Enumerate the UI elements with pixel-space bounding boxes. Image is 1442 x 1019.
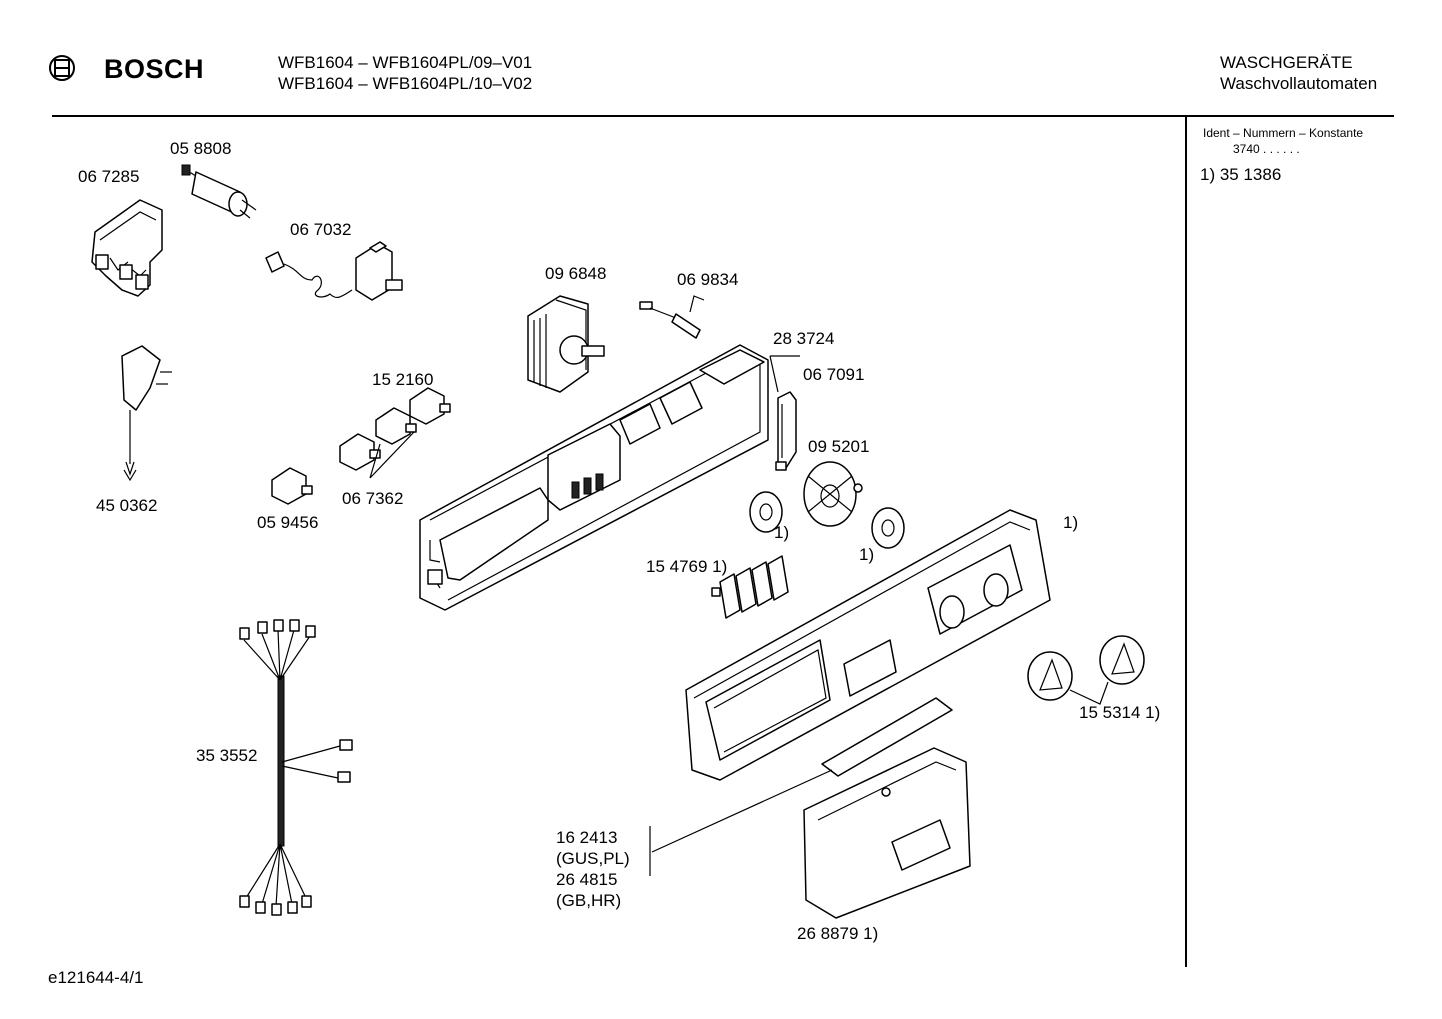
part-162413 xyxy=(649,697,953,876)
label-154769: 15 4769 1) xyxy=(646,557,728,576)
label-067285: 06 7285 xyxy=(78,167,140,186)
part-switch-3 xyxy=(339,433,381,471)
part-switch-2 xyxy=(375,407,417,445)
label-058808: 05 8808 xyxy=(170,139,232,158)
label-059456: 05 9456 xyxy=(257,513,319,532)
label-gb-hr: (GB,HR) xyxy=(556,891,622,910)
part-450362 xyxy=(121,345,172,482)
model-line-2: WFB1604 – WFB1604PL/10–V02 xyxy=(278,74,533,93)
part-095201 xyxy=(803,461,863,527)
part-knob-disc-1 xyxy=(749,491,783,533)
sidebar-note: 1) 35 1386 xyxy=(1200,165,1282,184)
part-067285 xyxy=(91,199,163,297)
label-footnote-a: 1) xyxy=(1063,513,1079,532)
part-067091 xyxy=(769,355,800,471)
drawing-id: e121644-4/1 xyxy=(48,968,144,987)
ident-title: Ident – Nummern – Konstante xyxy=(1203,126,1364,140)
part-knob-disc-2 xyxy=(871,507,905,549)
label-152160: 15 2160 xyxy=(372,370,434,389)
header-rule xyxy=(52,115,1394,117)
label-450362: 45 0362 xyxy=(96,496,158,515)
label-268879: 26 8879 1) xyxy=(797,924,879,943)
part-switch-1 xyxy=(409,387,451,425)
part-067032 xyxy=(265,241,403,301)
label-067032: 06 7032 xyxy=(290,220,352,239)
label-096848: 09 6848 xyxy=(545,264,607,283)
label-162413: 16 2413 xyxy=(556,828,618,847)
label-264815: 26 4815 xyxy=(556,870,618,889)
label-283724: 28 3724 xyxy=(773,329,835,348)
label-footnote-c: 1) xyxy=(859,545,875,564)
label-095201: 09 5201 xyxy=(808,437,870,456)
part-096848 xyxy=(527,295,605,393)
part-155314 xyxy=(1027,635,1145,705)
brand-name: BOSCH xyxy=(104,54,205,84)
ident-values: 3740 . . . . . . xyxy=(1233,142,1300,156)
part-059456 xyxy=(271,467,313,505)
label-067091: 06 7091 xyxy=(803,365,865,384)
part-fascia-panel xyxy=(685,509,1051,781)
category-line-2: Waschvollautomaten xyxy=(1220,74,1378,93)
part-panel-frame xyxy=(419,344,769,611)
sidebar-divider xyxy=(1185,117,1187,967)
part-268879 xyxy=(803,747,971,919)
category-line-1: WASCHGERÄTE xyxy=(1220,53,1353,72)
label-069834: 06 9834 xyxy=(677,270,739,289)
leader-067362 xyxy=(369,431,415,479)
bosch-logo-icon xyxy=(49,55,75,81)
label-155314: 15 5314 1) xyxy=(1079,703,1161,722)
model-line-1: WFB1604 – WFB1604PL/09–V01 xyxy=(278,53,533,72)
part-353552 xyxy=(239,619,353,916)
label-gus-pl: (GUS,PL) xyxy=(556,849,630,868)
label-footnote-b: 1) xyxy=(774,523,790,542)
part-069834 xyxy=(639,295,705,339)
part-058808 xyxy=(181,164,257,219)
label-353552: 35 3552 xyxy=(196,746,258,765)
label-067362: 06 7362 xyxy=(342,489,404,508)
part-154769 xyxy=(711,555,789,619)
